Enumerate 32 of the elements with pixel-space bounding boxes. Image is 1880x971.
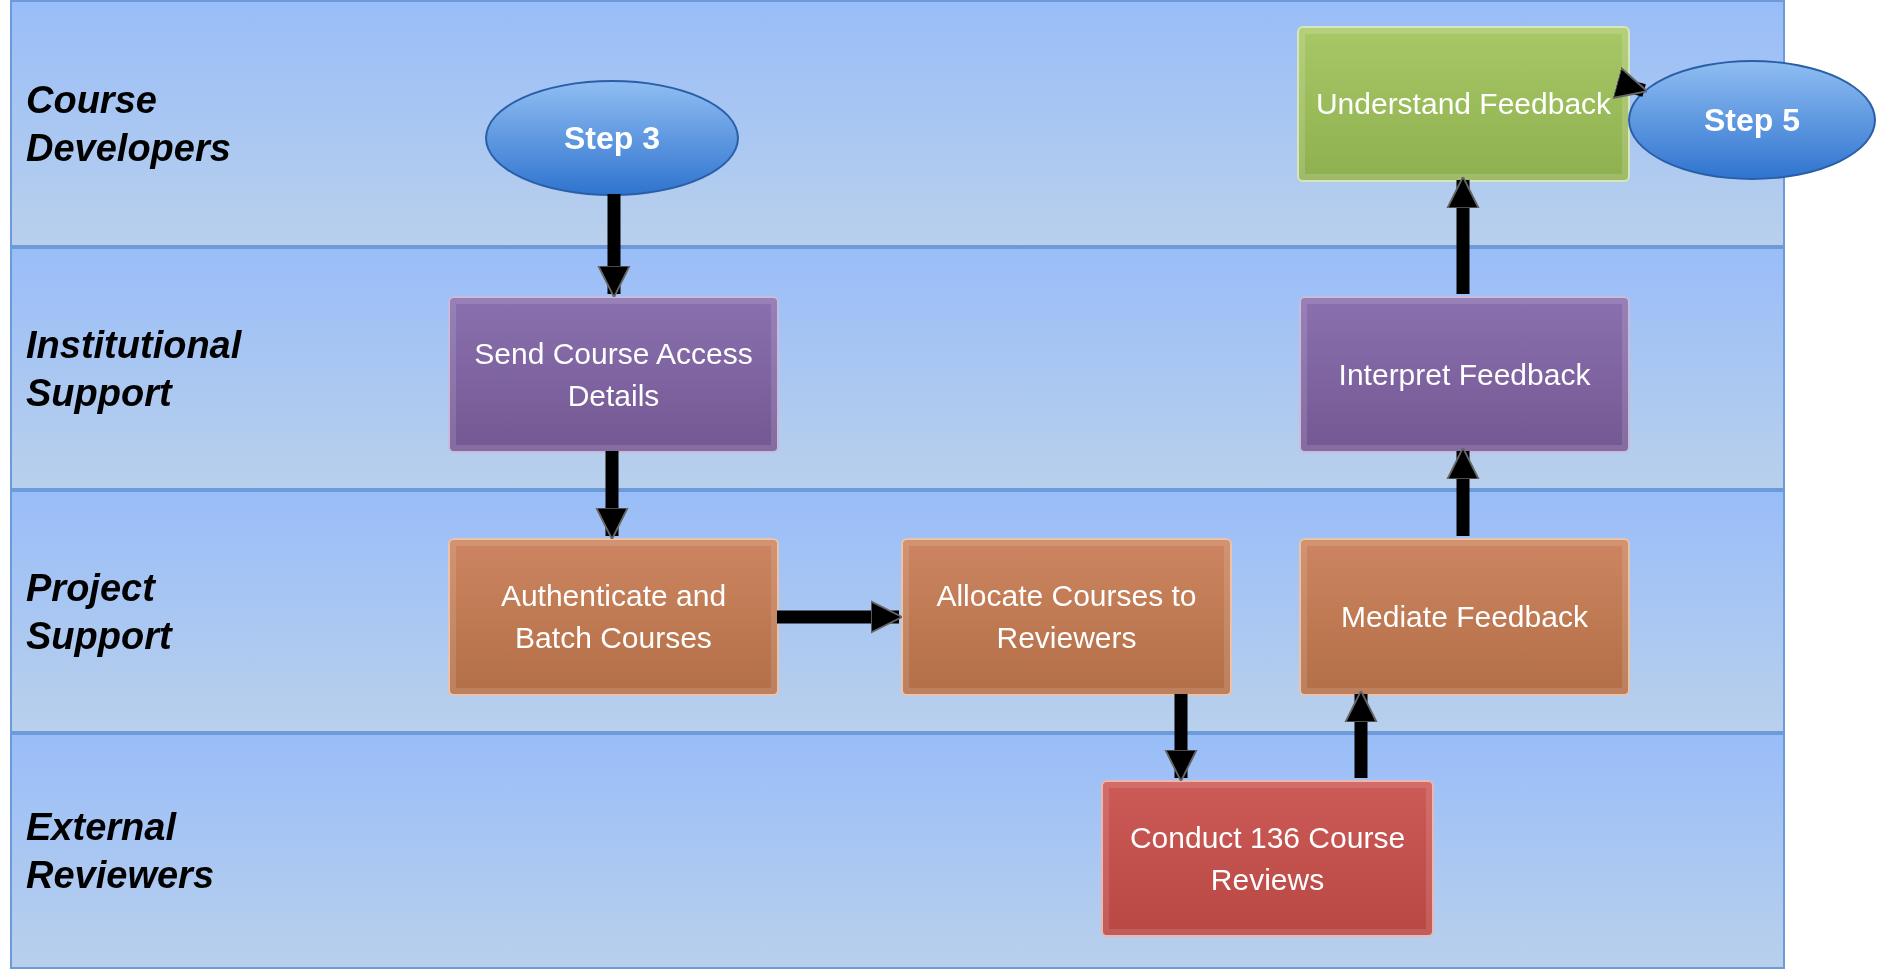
process-box xyxy=(901,538,1232,696)
process-box xyxy=(1299,296,1630,453)
step-label: Mediate Feedback xyxy=(1341,599,1588,635)
block-arrow xyxy=(1612,67,1649,99)
lane-title: Course Developers xyxy=(26,77,232,171)
step-label: Authenticate and Batch Courses xyxy=(499,578,728,656)
process-box xyxy=(448,296,779,453)
block-arrow xyxy=(777,600,904,634)
process-box xyxy=(1297,26,1630,182)
swimlane-band xyxy=(10,490,1785,733)
block-arrow xyxy=(1344,689,1378,778)
swimlane-band xyxy=(10,247,1785,490)
swimlane-band xyxy=(10,733,1785,969)
step-label: Step 3 xyxy=(564,119,660,158)
step-label: Step 5 xyxy=(1704,101,1800,140)
step-label: Interpret Feedback xyxy=(1338,356,1591,393)
step-label: Understand Feedback xyxy=(1315,86,1612,122)
block-arrow xyxy=(1164,694,1198,783)
lane-title: Project Support xyxy=(26,565,174,659)
block-arrow xyxy=(597,194,631,299)
swimlane-band xyxy=(10,0,1785,247)
block-arrow xyxy=(1446,446,1480,536)
process-box xyxy=(1299,538,1630,696)
lane-title: Institutional Support xyxy=(26,322,243,416)
block-arrow xyxy=(1446,175,1480,294)
lane-title: External Reviewers xyxy=(26,805,215,898)
step-label: Conduct 136 Course Reviews xyxy=(1128,819,1407,898)
process-box xyxy=(448,538,779,696)
step-label: Send Course Access Details xyxy=(473,335,754,414)
block-arrow xyxy=(595,451,629,541)
step-label: Allocate Courses to Reviewers xyxy=(935,578,1198,656)
process-box xyxy=(1101,780,1434,937)
